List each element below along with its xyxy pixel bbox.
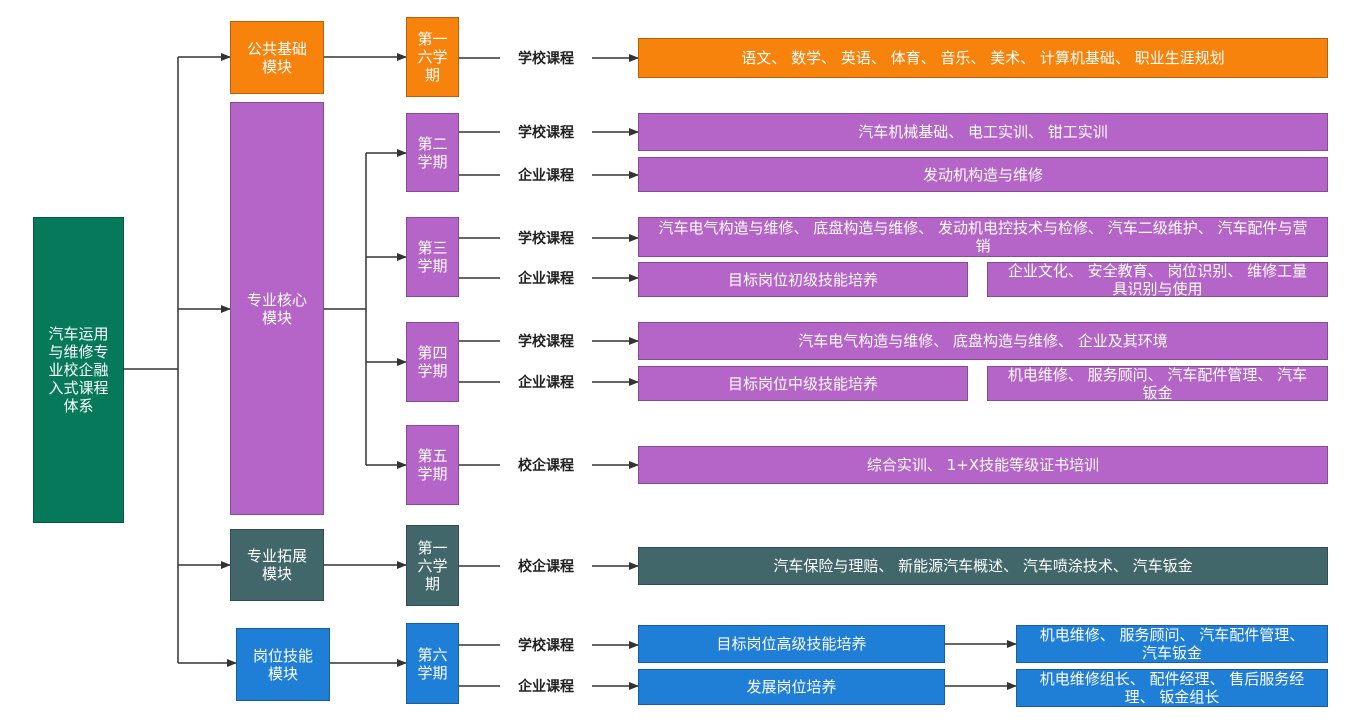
module-core: 专业核心模块 xyxy=(230,102,324,515)
course-text: 企业文化、 安全教育、 岗位识别、 维修工量具识别与使用 xyxy=(1007,261,1308,298)
term-label: 第三学期 xyxy=(417,239,448,275)
course-text: 目标岗位高级技能培养 xyxy=(716,635,867,653)
course-type-label: 校企课程 xyxy=(500,555,592,577)
course-text: 机电维修、 服务顾问、 汽车配件管理、 汽车钣金 xyxy=(1007,365,1308,402)
course-term6-school: 目标岗位高级技能培养 xyxy=(638,625,945,663)
course-text: 发动机构造与维修 xyxy=(922,165,1043,184)
course-text: 汽车电气构造与维修、 底盘构造与维修、 企业及其环境 xyxy=(798,332,1168,350)
course-text: 机电维修组长、 配件经理、 售后服务经理、 钣金组长 xyxy=(1039,670,1305,706)
course-term3-enterprise-detail: 企业文化、 安全教育、 岗位识别、 维修工量具识别与使用 xyxy=(987,261,1328,298)
term-5: 第五学期 xyxy=(406,425,459,505)
term-label: 第一六学期 xyxy=(417,30,448,84)
course-type-label: 企业课程 xyxy=(500,164,592,186)
course-text: 汽车电气构造与维修、 底盘构造与维修、 发动机电控技术与检修、 汽车二级维护、 … xyxy=(658,219,1308,255)
course-term5-joint: 综合实训、 1+X技能等级证书培训 xyxy=(638,446,1328,484)
course-type-label: 学校课程 xyxy=(500,634,592,656)
course-type-label: 企业课程 xyxy=(500,371,592,393)
term-6: 第六学期 xyxy=(406,623,459,704)
term-label: 第四学期 xyxy=(417,344,448,380)
term-1-6-extension: 第一六学期 xyxy=(406,525,459,606)
course-term6-enterprise: 发展岗位培养 xyxy=(638,669,945,705)
course-text: 汽车机械基础、 电工实训、 钳工实训 xyxy=(858,123,1108,141)
module-extension: 专业拓展模块 xyxy=(230,529,324,601)
term-label: 第一六学期 xyxy=(417,538,448,593)
course-term4-school: 汽车电气构造与维修、 底盘构造与维修、 企业及其环境 xyxy=(638,322,1328,360)
course-text: 语文、 数学、 英语、 体育、 音乐、 美术、 计算机基础、 职业生涯规划 xyxy=(741,49,1225,67)
course-type-label: 校企课程 xyxy=(500,454,592,476)
course-extension-joint: 汽车保险与理赔、 新能源汽车概述、 汽车喷涂技术、 汽车钣金 xyxy=(638,547,1328,585)
module-job-skills: 岗位技能模块 xyxy=(236,628,330,701)
course-text: 综合实训、 1+X技能等级证书培训 xyxy=(866,456,1100,474)
module-public: 公共基础模块 xyxy=(230,21,324,94)
course-term4-enterprise: 目标岗位中级技能培养 xyxy=(638,366,968,401)
term-4: 第四学期 xyxy=(406,322,459,402)
course-term2-school: 汽车机械基础、 电工实训、 钳工实训 xyxy=(638,113,1328,151)
term-label: 第二学期 xyxy=(417,134,448,171)
course-text: 汽车保险与理赔、 新能源汽车概述、 汽车喷涂技术、 汽车钣金 xyxy=(773,557,1193,575)
course-text: 发展岗位培养 xyxy=(746,678,837,696)
course-type-label: 学校课程 xyxy=(500,227,592,249)
module-label: 专业核心模块 xyxy=(246,290,307,327)
course-text: 机电维修、 服务顾问、 汽车配件管理、 汽车钣金 xyxy=(1039,626,1305,662)
course-term3-school: 汽车电气构造与维修、 底盘构造与维修、 发动机电控技术与检修、 汽车二级维护、 … xyxy=(638,217,1328,257)
course-type-label: 企业课程 xyxy=(500,675,592,697)
term-label: 第五学期 xyxy=(417,447,448,483)
module-label: 岗位技能模块 xyxy=(252,646,313,683)
course-text: 目标岗位中级技能培养 xyxy=(727,374,878,393)
course-text: 目标岗位初级技能培养 xyxy=(727,270,878,289)
root-title: 汽车运用与维修专业校企融入式课程体系 xyxy=(48,325,109,415)
course-term3-enterprise: 目标岗位初级技能培养 xyxy=(638,262,968,297)
module-label: 公共基础模块 xyxy=(246,39,307,76)
course-public: 语文、 数学、 英语、 体育、 音乐、 美术、 计算机基础、 职业生涯规划 xyxy=(638,38,1328,78)
course-term6-school-detail: 机电维修、 服务顾问、 汽车配件管理、 汽车钣金 xyxy=(1016,625,1328,663)
course-type-label: 企业课程 xyxy=(500,267,592,289)
root-node: 汽车运用与维修专业校企融入式课程体系 xyxy=(33,217,124,523)
course-term6-enterprise-detail: 机电维修组长、 配件经理、 售后服务经理、 钣金组长 xyxy=(1016,669,1328,707)
course-type-label: 学校课程 xyxy=(500,121,592,143)
course-type-label: 学校课程 xyxy=(500,330,592,352)
course-term4-enterprise-detail: 机电维修、 服务顾问、 汽车配件管理、 汽车钣金 xyxy=(987,365,1328,402)
module-label: 专业拓展模块 xyxy=(246,547,307,583)
term-2: 第二学期 xyxy=(406,113,459,192)
term-label: 第六学期 xyxy=(417,645,448,682)
term-1-6-public: 第一六学期 xyxy=(406,17,459,97)
course-term2-enterprise: 发动机构造与维修 xyxy=(638,157,1328,192)
course-type-label: 学校课程 xyxy=(500,47,592,69)
term-3: 第三学期 xyxy=(406,217,459,297)
